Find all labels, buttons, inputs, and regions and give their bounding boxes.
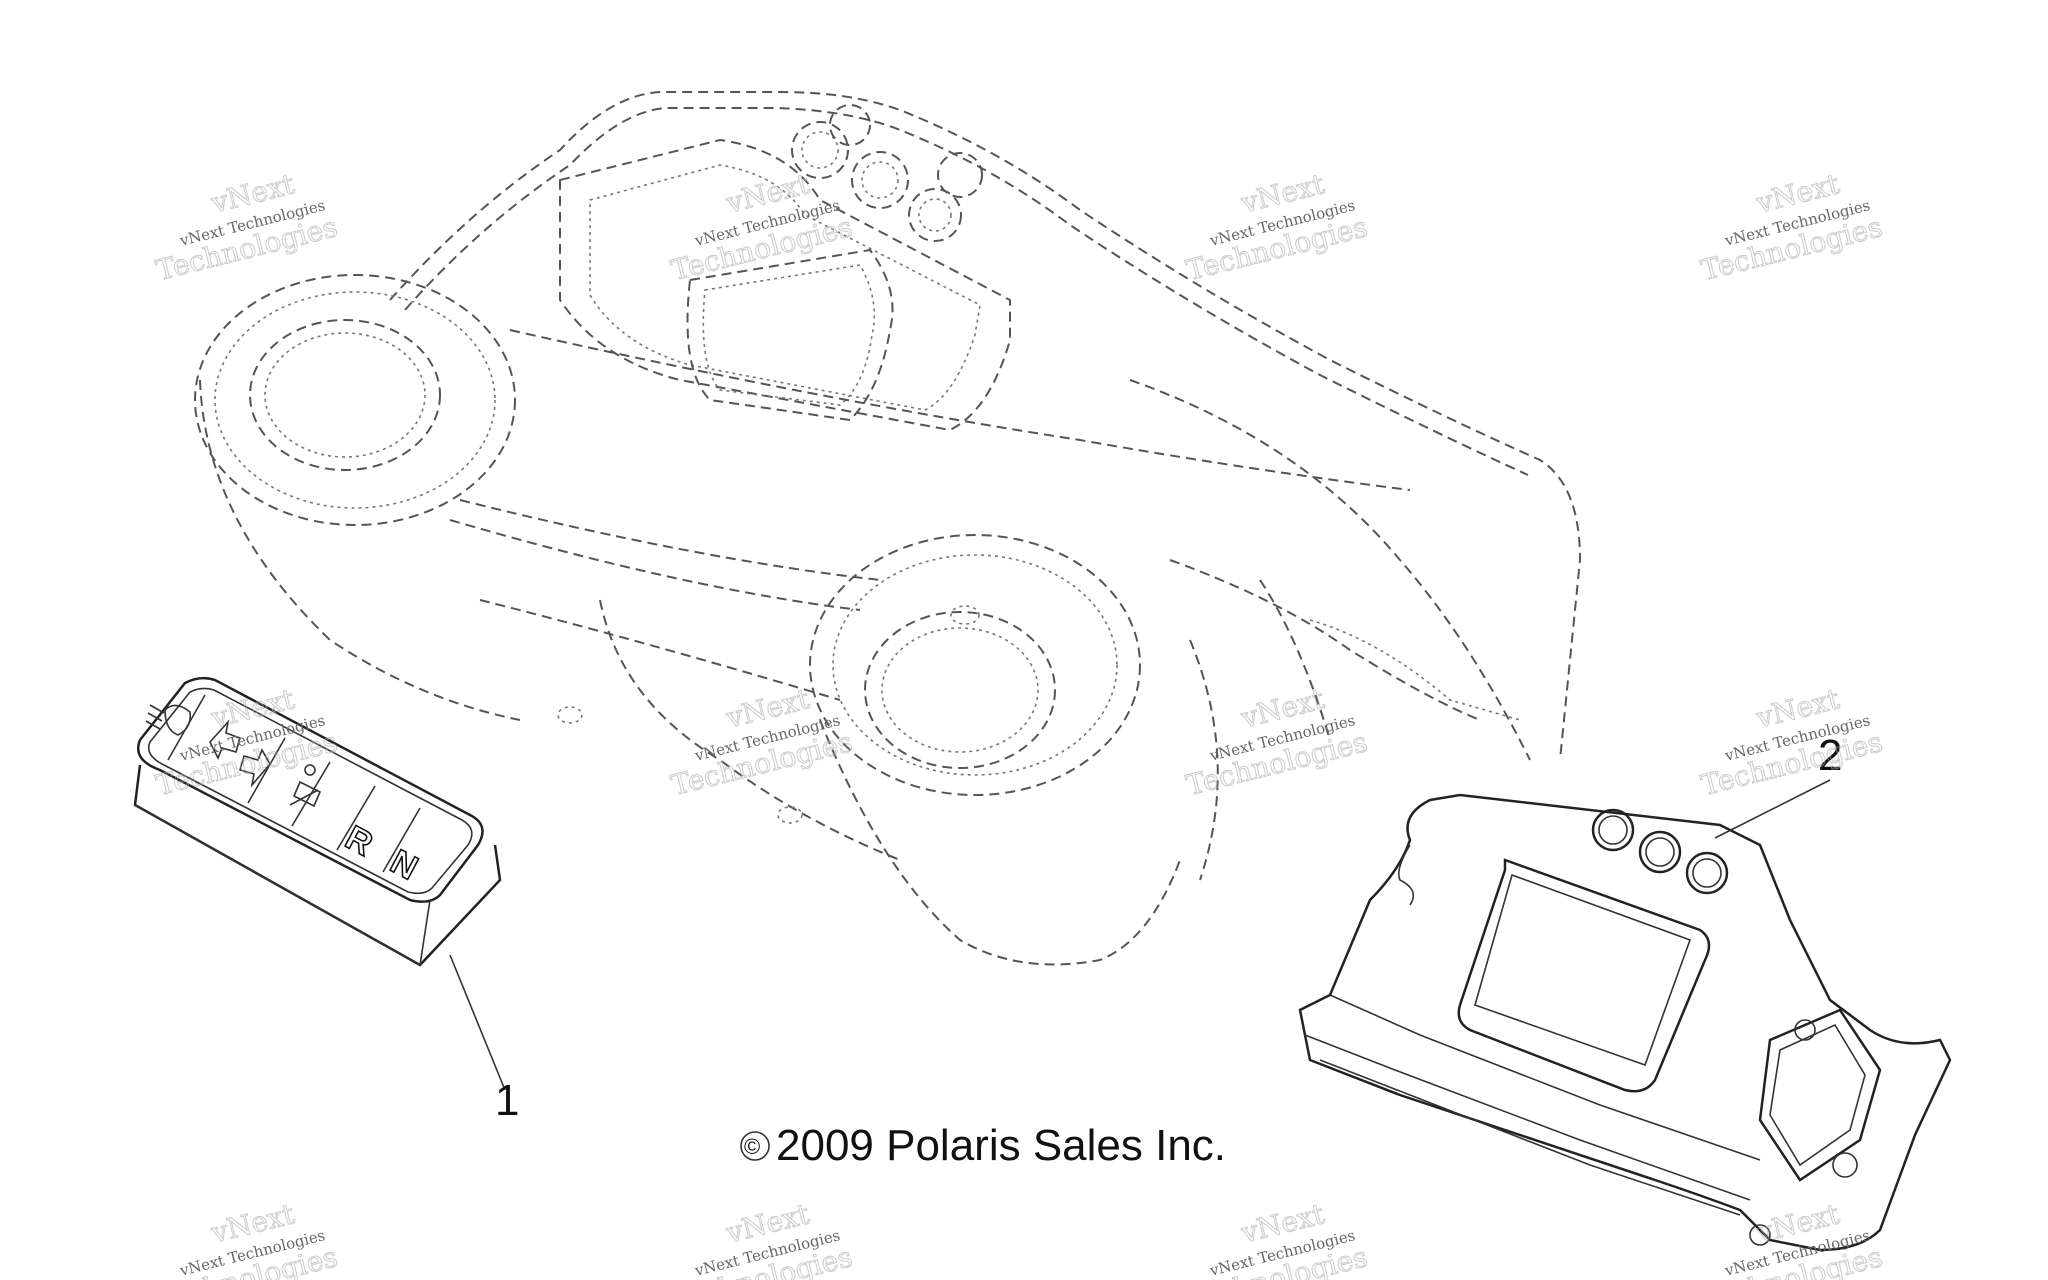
neutral-key-label: N [384,843,424,888]
copyright-text: 2009 Polaris Sales Inc. [776,1121,1226,1170]
leader-line-2 [1714,779,1831,839]
display-module [1298,793,1952,1252]
callout-1: 1 [495,1076,519,1125]
leader-line-1 [449,954,506,1091]
seat-belt-icon [289,764,322,808]
center-display-recess [559,138,1011,432]
turn-signal-icon [209,719,271,788]
reverse-key-label: R [339,819,379,864]
callout-2: 2 [1818,731,1842,780]
copyright-line: © 2009 Polaris Sales Inc. [740,1121,1226,1170]
headlight-icon [145,704,192,736]
top-knobs [791,104,983,242]
copyright-symbol: © [744,1134,760,1159]
module-connector [1749,1008,1882,1246]
dashboard-housing [194,91,1582,966]
module-buttons [1591,808,1729,895]
right-gauge-pod [809,534,1181,966]
display-screen [1457,858,1711,1093]
left-gauge-pod [194,274,521,721]
